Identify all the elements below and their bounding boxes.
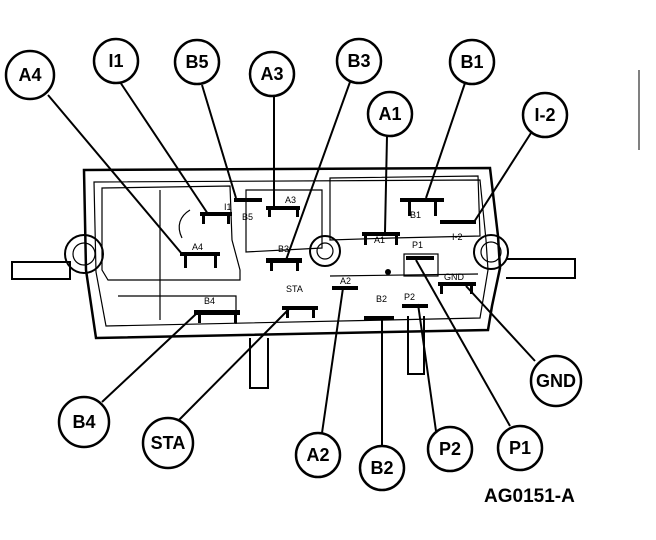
terminal-label-b2: B2 <box>376 294 387 304</box>
svg-text:GND: GND <box>536 371 576 391</box>
terminal-a3: A3 <box>266 195 300 217</box>
figure-reference-code: AG0151-A <box>484 486 575 507</box>
terminals: I1 A4 B5 A3 B3 A1 B1 <box>180 195 476 323</box>
terminal-label-gnd: GND <box>444 272 465 282</box>
svg-text:P2: P2 <box>439 439 461 459</box>
terminal-i2: I-2 <box>440 220 476 242</box>
callout-a3: A3 <box>248 50 296 98</box>
terminal-a2: A2 <box>332 276 358 290</box>
callout-b3: B3 <box>335 37 383 85</box>
terminal-p2: P2 <box>402 292 428 308</box>
svg-text:I-2: I-2 <box>534 105 555 125</box>
svg-text:B3: B3 <box>347 51 370 71</box>
terminal-b2: B2 <box>364 294 394 320</box>
terminal-b4: B4 <box>194 296 240 323</box>
terminal-gnd: GND <box>438 272 476 294</box>
terminal-label-b5: B5 <box>242 212 253 222</box>
callout-b2: B2 <box>358 444 406 492</box>
terminal-label-p2: P2 <box>404 292 415 302</box>
terminal-label-a1: A1 <box>374 235 385 245</box>
terminal-label-i2: I-2 <box>452 232 463 242</box>
svg-text:STA: STA <box>151 433 186 453</box>
svg-text:B4: B4 <box>72 412 95 432</box>
svg-text:I1: I1 <box>108 51 123 71</box>
callout-a1: A1 <box>366 90 414 138</box>
switch-contact-block <box>403 253 439 277</box>
terminal-b3: B3 <box>266 244 302 271</box>
callout-b1: B1 <box>448 38 496 86</box>
switch-body <box>11 166 576 389</box>
svg-text:A4: A4 <box>18 65 41 85</box>
terminal-label-a2: A2 <box>340 276 351 286</box>
terminal-label-p1: P1 <box>412 240 423 250</box>
terminal-sta: STA <box>282 284 318 318</box>
svg-text:B2: B2 <box>370 458 393 478</box>
left-mount-ear <box>64 234 104 274</box>
callout-gnd: GND <box>529 354 583 408</box>
terminal-b1: B1 <box>400 198 444 220</box>
callout-a2: A2 <box>294 431 342 479</box>
callout-i1: I1 <box>92 37 140 85</box>
callout-b4: B4 <box>57 395 111 449</box>
callout-a4: A4 <box>4 49 56 101</box>
terminal-label-sta: STA <box>286 284 303 294</box>
svg-text:A1: A1 <box>378 104 401 124</box>
terminal-label-a3: A3 <box>285 195 296 205</box>
terminal-label-a4: A4 <box>192 242 203 252</box>
bottom-post-left <box>249 338 269 389</box>
terminal-label-b4: B4 <box>204 296 215 306</box>
terminal-b5: B5 <box>234 198 262 222</box>
svg-text:A3: A3 <box>260 64 283 84</box>
svg-text:B5: B5 <box>185 52 208 72</box>
callout-i2: I-2 <box>521 91 569 139</box>
svg-text:A2: A2 <box>306 445 329 465</box>
terminal-label-i1: I1 <box>224 202 232 212</box>
callout-p1: P1 <box>496 424 544 472</box>
svg-text:B1: B1 <box>460 52 483 72</box>
terminal-a1: A1 <box>362 232 400 245</box>
terminal-p1: P1 <box>406 240 434 260</box>
terminal-label-b3: B3 <box>278 244 289 254</box>
callout-p2: P2 <box>426 425 474 473</box>
callout-sta: STA <box>141 416 195 470</box>
leader-lines <box>47 81 536 446</box>
center-boss <box>309 235 341 267</box>
right-mount-ear <box>473 234 509 270</box>
terminal-label-b1: B1 <box>410 210 421 220</box>
terminal-i1: I1 <box>200 202 232 224</box>
terminal-a4: A4 <box>180 242 220 268</box>
callout-b5: B5 <box>173 38 221 86</box>
svg-text:P1: P1 <box>509 438 531 458</box>
